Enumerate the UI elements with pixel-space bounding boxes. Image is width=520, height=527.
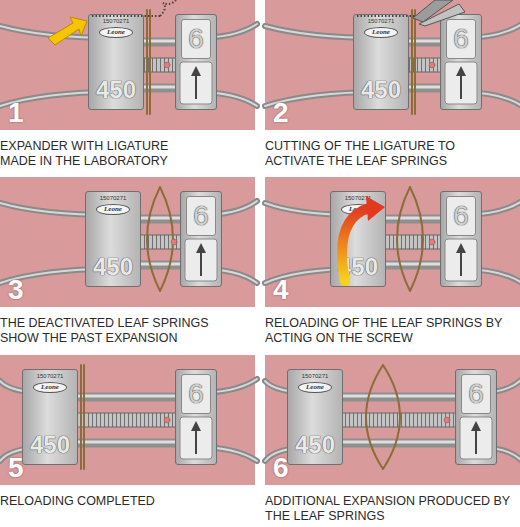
block-number: 6	[446, 196, 476, 236]
expander-body: 6	[440, 14, 482, 110]
expander-body: 15070271Leone 450	[330, 191, 386, 287]
expander-body: 6	[455, 369, 497, 465]
block-number: 6	[181, 19, 211, 59]
size-marking: 450	[23, 432, 77, 458]
step-number: 6	[273, 453, 289, 483]
expander-body: 6	[175, 14, 217, 110]
brand-logo: Leone	[96, 204, 130, 215]
block-number: 6	[181, 374, 211, 414]
step-caption: THE DEACTIVATED LEAF SPRINGS SHOW THE PA…	[0, 316, 240, 346]
size-marking: 450	[86, 254, 140, 280]
serial-number: 15070271	[86, 195, 140, 202]
block-number: 6	[461, 374, 491, 414]
step-caption: CUTTING OF THE LIGATURE TO ACTIVATE THE …	[265, 139, 470, 169]
expander-body: 15070271Leone 450	[353, 14, 409, 110]
step-panel: 2CUTTING OF THE LIGATURE TO ACTIVATE THE…	[265, 0, 520, 130]
expander-body: 15070271Leone 450	[85, 191, 141, 287]
expander-body: 6	[175, 369, 217, 465]
serial-number: 15070271	[23, 373, 77, 380]
step-panel: 1EXPANDER WITH LIGATURE MADE IN THE LABO…	[0, 0, 255, 130]
block-number: 6	[186, 196, 216, 236]
step-caption: ADDITIONAL EXPANSION PRODUCED BY THE LEA…	[265, 494, 520, 524]
serial-number: 15070271	[288, 373, 342, 380]
step-panel: 6ADDITIONAL EXPANSION PRODUCED BY THE LE…	[265, 355, 520, 485]
brand-logo: Leone	[341, 204, 375, 215]
step-caption: RELOADING OF THE LEAF SPRINGS BY ACTING …	[265, 316, 505, 346]
step-number: 5	[8, 453, 24, 483]
size-marking: 450	[288, 432, 342, 458]
size-marking: 450	[331, 254, 385, 280]
step-number: 3	[8, 275, 24, 305]
step-caption: EXPANDER WITH LIGATURE MADE IN THE LABOR…	[0, 139, 205, 169]
brand-logo: Leone	[33, 382, 67, 393]
step-number: 2	[273, 98, 289, 128]
serial-number: 15070271	[89, 18, 143, 25]
step-caption: RELOADING COMPLETED	[0, 494, 255, 509]
block-number: 6	[446, 19, 476, 59]
brand-logo: Leone	[298, 382, 332, 393]
size-marking: 450	[354, 77, 408, 103]
step-number: 4	[273, 275, 289, 305]
serial-number: 15070271	[331, 195, 385, 202]
step-number: 1	[8, 98, 24, 128]
brand-logo: Leone	[99, 27, 133, 38]
step-panel: 4RELOADING OF THE LEAF SPRINGS BY ACTING…	[265, 177, 520, 307]
expander-body: 15070271Leone 450	[88, 14, 144, 110]
size-marking: 450	[89, 77, 143, 103]
serial-number: 15070271	[354, 18, 408, 25]
expander-body: 15070271Leone 450	[287, 369, 343, 465]
step-panel: 5RELOADING COMPLETED15070271Leone4506	[0, 355, 255, 485]
expander-body: 6	[440, 191, 482, 287]
expander-body: 6	[180, 191, 222, 287]
brand-logo: Leone	[364, 27, 398, 38]
step-panel: 3THE DEACTIVATED LEAF SPRINGS SHOW THE P…	[0, 177, 255, 307]
expander-body: 15070271Leone 450	[22, 369, 78, 465]
